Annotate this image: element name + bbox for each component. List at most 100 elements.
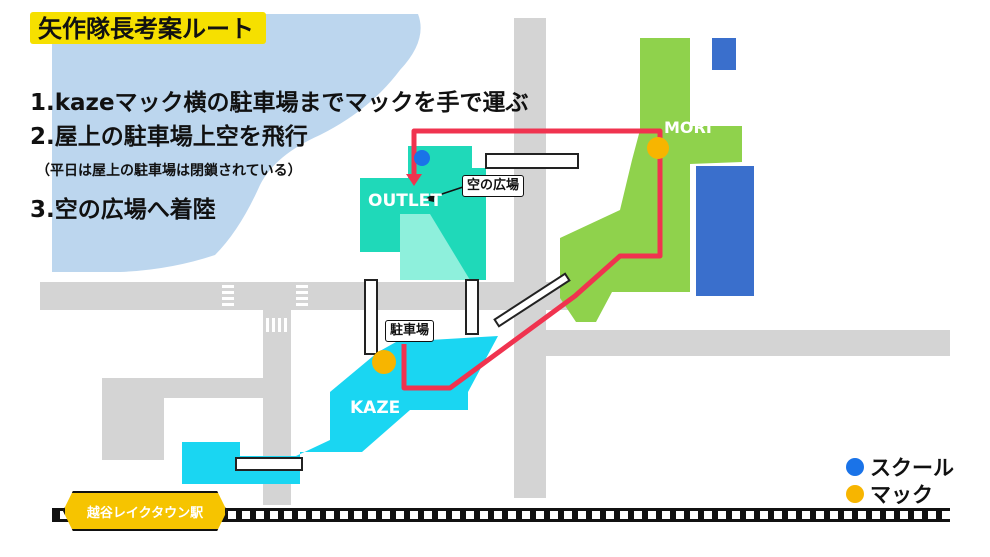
sky-plaza-label: 空の広場 <box>462 175 525 197</box>
railway-tie <box>438 511 446 519</box>
school-marker-outlet-icon <box>414 150 430 166</box>
road-horizontal-east <box>520 330 950 356</box>
railway-tie <box>928 511 936 519</box>
railway-tie <box>242 511 250 519</box>
parking-bar-2 <box>364 279 378 355</box>
railway-tie <box>592 511 600 519</box>
route-step-2-note: （平日は屋上の駐車場は閉鎖されている） <box>36 163 302 179</box>
crosswalk-south <box>266 318 287 332</box>
railway-tie <box>298 511 306 519</box>
legend-mac: マック <box>846 479 933 509</box>
mori-building-blue-large <box>696 166 754 296</box>
railway-tie <box>634 511 642 519</box>
railway-tie <box>816 511 824 519</box>
railway-tie <box>452 511 460 519</box>
mac-marker-mori-icon <box>647 137 669 159</box>
parking-bar-5 <box>493 272 571 328</box>
railway-tie <box>536 511 544 519</box>
railway-tie <box>760 511 768 519</box>
railway-tie <box>620 511 628 519</box>
railway-tie <box>424 511 432 519</box>
pointer-arrowhead-icon <box>424 193 434 202</box>
railway-tie <box>676 511 684 519</box>
railway-tie <box>312 511 320 519</box>
railway-tie <box>830 511 838 519</box>
outlet-building <box>360 146 486 280</box>
crosswalk-west <box>222 285 234 306</box>
legend-mac-label: マック <box>870 483 933 507</box>
railway-tie <box>326 511 334 519</box>
outlet-label: OUTLET <box>368 191 442 211</box>
parking-bar-4 <box>235 457 303 471</box>
railway-tie <box>382 511 390 519</box>
railway-tie <box>788 511 796 519</box>
railway-tie <box>494 511 502 519</box>
railway-tie <box>508 511 516 519</box>
railway-tie <box>368 511 376 519</box>
railway-tie <box>480 511 488 519</box>
drone-route <box>401 128 663 391</box>
route-step-2: 2.屋上の駐車場上空を飛行 <box>30 124 308 150</box>
mac-marker-kaze-icon <box>372 350 396 374</box>
railway-tie <box>550 511 558 519</box>
railway-tie <box>284 511 292 519</box>
railway-tie <box>802 511 810 519</box>
railway-tie <box>256 511 264 519</box>
mori-label: MORI <box>664 118 712 137</box>
railway-tie <box>578 511 586 519</box>
railway-tie <box>746 511 754 519</box>
railway-tie <box>354 511 362 519</box>
railway-tie <box>228 511 236 519</box>
railway-tie <box>648 511 656 519</box>
railway-tie <box>732 511 740 519</box>
route-arrow-icon <box>406 174 422 186</box>
kaze-building <box>182 336 498 484</box>
railway-tie <box>704 511 712 519</box>
crosswalk-north <box>266 268 287 280</box>
railway-tie <box>774 511 782 519</box>
railway-tie <box>718 511 726 519</box>
railway-tie <box>270 511 278 519</box>
railway-tie <box>914 511 922 519</box>
road-horizontal-main <box>40 282 595 310</box>
railway-tie <box>886 511 894 519</box>
route-step-1: 1.kazeマック横の駐車場までマックを手で運ぶ <box>30 90 529 116</box>
kaze-label: KAZE <box>350 398 401 418</box>
crosswalk-east <box>296 285 308 306</box>
railway-tie <box>410 511 418 519</box>
road-lower-west <box>102 378 164 460</box>
railway-tie <box>606 511 614 519</box>
lake <box>52 14 421 272</box>
railway-tie <box>858 511 866 519</box>
railway-tie <box>522 511 530 519</box>
legend-school-label: スクール <box>870 456 954 480</box>
route-step-3: 3.空の広場へ着陸 <box>30 197 216 223</box>
railway-tie <box>564 511 572 519</box>
railway-tie <box>844 511 852 519</box>
railway-tie <box>872 511 880 519</box>
railway-tie <box>340 511 348 519</box>
page-title: 矢作隊長考案ルート <box>30 12 266 44</box>
road-block-west <box>164 378 263 398</box>
mori-building-green <box>560 38 742 322</box>
blue-dot-icon <box>846 458 864 476</box>
railway-tie <box>662 511 670 519</box>
railway-tie <box>60 511 68 519</box>
parking-bar-1 <box>485 153 579 169</box>
railway-tie <box>396 511 404 519</box>
mori-building-blue-small <box>712 38 736 70</box>
outlet-ramp <box>400 214 470 280</box>
yellow-dot-icon <box>846 485 864 503</box>
parking-label: 駐車場 <box>385 320 435 342</box>
parking-bar-3 <box>465 279 479 335</box>
road-vertical-center <box>514 18 546 498</box>
railway-tie <box>690 511 698 519</box>
railway-tie <box>942 511 950 519</box>
railway-tie <box>900 511 908 519</box>
railway-tie <box>466 511 474 519</box>
pointer-arrow-icon <box>429 185 467 199</box>
legend-school: スクール <box>846 452 954 482</box>
station-label: 越谷レイクタウン駅 <box>63 491 227 531</box>
